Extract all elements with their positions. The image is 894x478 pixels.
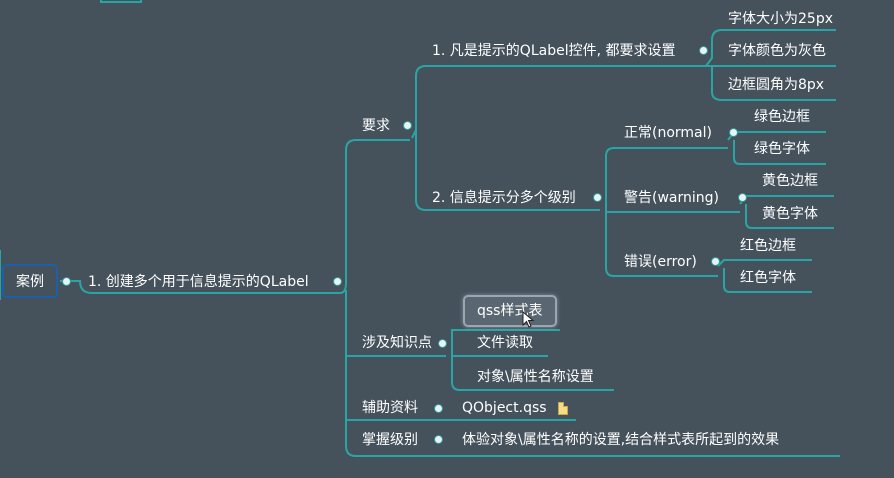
connector-warning [739,195,834,205]
connector-normal-2 [733,140,826,165]
file-icon[interactable] [558,402,568,415]
knowledge-node[interactable]: 涉及知识点 [362,335,432,351]
connector-req-item2 [415,130,600,211]
resources-node[interactable]: 辅助资料 [362,400,418,416]
connector-item1-top [705,29,836,67]
requirements-item2-dot [594,194,601,201]
requirements-item1-dot [700,47,707,54]
root-node-frame[interactable] [2,264,58,298]
level-warning[interactable]: 警告(warning) [624,190,719,206]
connector-error [717,259,812,267]
root-node[interactable]: 案例 [16,274,44,290]
knowledge-child[interactable]: 文件读取 [477,335,533,351]
knowledge-dot [439,340,446,347]
requirements-item2[interactable]: 2. 信息提示分多个级别 [432,190,576,206]
connector-warning-2 [745,204,834,229]
mastery-node[interactable]: 掌握级别 [362,432,418,448]
bracket-lower [345,290,840,457]
item1-child[interactable]: 字体颜色为灰色 [728,43,826,59]
level-error[interactable]: 错误(error) [624,254,697,270]
connector-main-bracket [339,139,410,294]
level-child[interactable]: 黄色字体 [762,206,818,222]
item1-child[interactable]: 边框圆角为8px [728,77,825,93]
mouse-pointer-icon [522,311,535,328]
connector-item2-levels [605,147,728,206]
main-node[interactable]: 1. 创建多个用于信息提示的QLabel [88,274,309,290]
connector-item2-err [605,212,718,277]
mastery-value[interactable]: 体验对象\属性名称的设置,结合样式表所起到的效果 [462,432,780,448]
level-child[interactable]: 红色字体 [740,270,796,286]
connector-knowledge-kids [451,329,560,340]
main-node-dot [334,278,341,285]
level-child[interactable]: 绿色字体 [754,141,810,157]
resources-file[interactable]: QObject.qss [462,400,547,416]
level-normal-dot [730,129,737,136]
level-normal[interactable]: 正常(normal) [624,125,712,141]
level-child[interactable]: 绿色边框 [754,109,810,125]
level-child[interactable]: 黄色边框 [762,173,818,189]
connector-knowledge-kids-3 [451,356,614,391]
connector-req-items [411,65,706,139]
requirements-item1[interactable]: 1. 凡是提示的QLabel控件, 都要求设置 [432,43,676,59]
requirements-dot [404,122,411,129]
level-child[interactable]: 红色边框 [740,238,796,254]
resources-dot [435,405,442,412]
requirements-node[interactable]: 要求 [362,118,390,134]
root-node-dot [63,278,70,285]
connector-root-main [60,280,340,294]
connector-error-2 [723,268,812,293]
mastery-dot [435,436,442,443]
selected-node-frame[interactable] [463,295,557,327]
connector-item1-bot [711,66,836,101]
level-error-dot [712,258,719,265]
connector-normal [727,131,826,141]
level-warning-dot [739,194,746,201]
knowledge-child[interactable]: 对象\属性名称设置 [477,369,594,385]
item1-child[interactable]: 字体大小为25px [728,11,833,27]
offscreen-node-edge [100,0,142,3]
